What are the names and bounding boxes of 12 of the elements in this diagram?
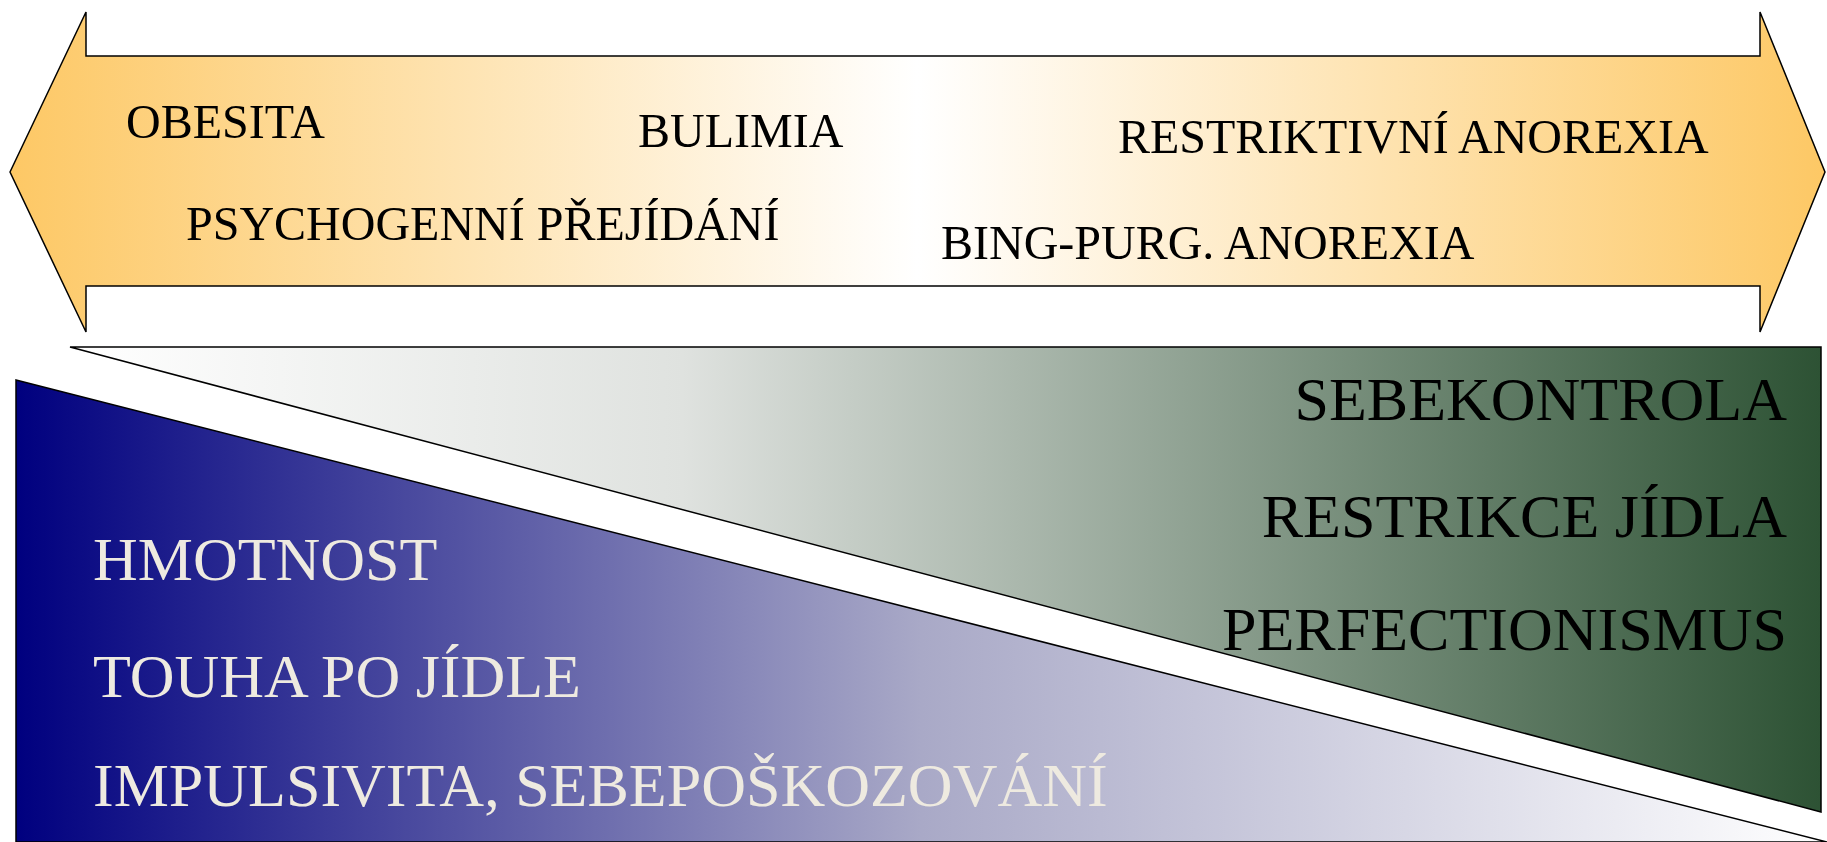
spectrum-label: RESTRIKCE JÍDLA	[1261, 485, 1787, 547]
double-arrow	[8, 10, 1827, 334]
spectrum-label: PSYCHOGENNÍ PŘEJÍDÁNÍ	[186, 200, 780, 248]
spectrum-label: IMPULSIVITA, SEBEPOŠKOZOVÁNÍ	[93, 754, 1108, 816]
spectrum-label: OBESITA	[126, 98, 325, 146]
spectrum-label: TOUHA PO JÍDLE	[93, 645, 581, 707]
spectrum-label: HMOTNOST	[93, 528, 438, 590]
spectrum-label: BING-PURG. ANOREXIA	[941, 219, 1475, 267]
spectrum-label: RESTRIKTIVNÍ ANOREXIA	[1118, 113, 1709, 161]
spectrum-label: SEBEKONTROLA	[1294, 368, 1787, 430]
spectrum-label: PERFECTIONISMUS	[1222, 598, 1787, 660]
spectrum-label: BULIMIA	[638, 107, 844, 155]
